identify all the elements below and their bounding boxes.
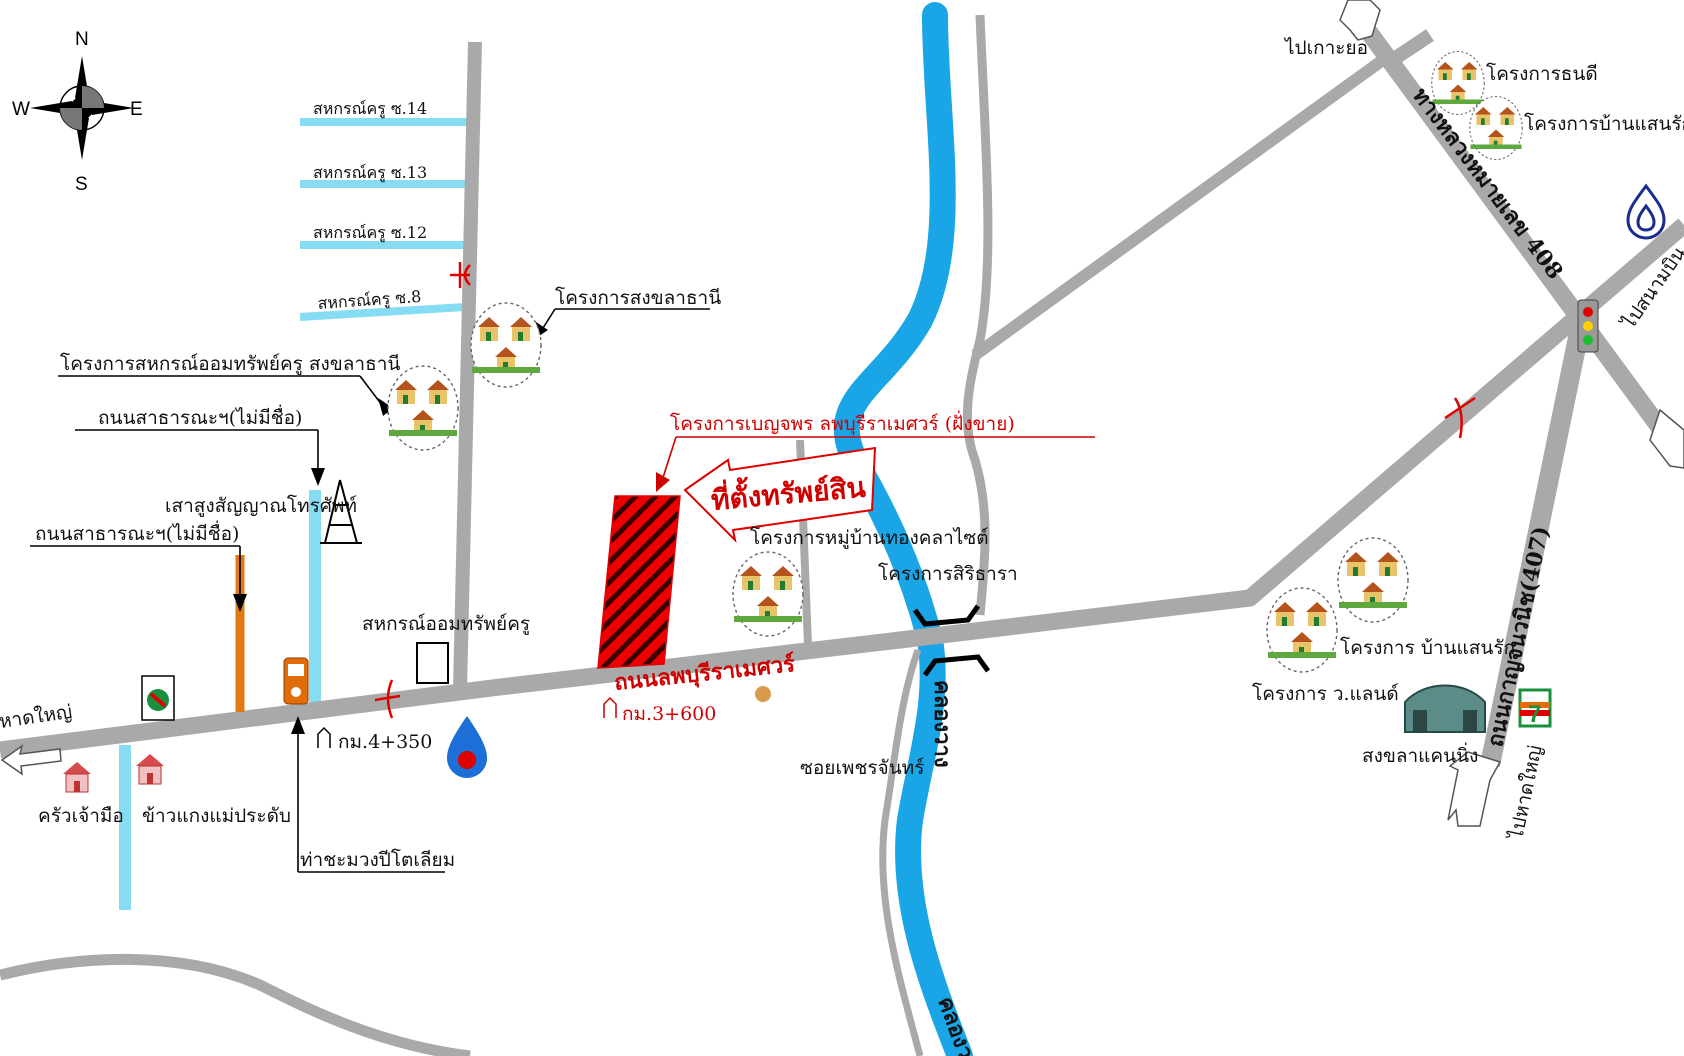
compass-south: S — [75, 174, 88, 195]
crossing-marks — [374, 262, 1476, 719]
arrow-to-hatyai-right — [1447, 751, 1502, 827]
radio-tower-icon — [320, 479, 362, 544]
label-khao-kaeng: ข้าวแกงแม่ประดับ — [142, 805, 291, 827]
label-to-hatyai-left: หาดใหญ่ — [0, 701, 74, 733]
property-parcel — [597, 495, 681, 669]
label-public-road-2: ถนนสาธารณะฯ(ไม่มีชื่อ) — [35, 520, 239, 545]
road-songkhlathani — [453, 41, 482, 691]
compass-west: W — [12, 99, 30, 120]
light-canal-soi8 — [299, 303, 466, 321]
arrows-to-hatyai-left — [0, 744, 62, 776]
property-callout — [656, 436, 1095, 492]
label-coop: สหกรณ์ออมทรัพย์ครู — [362, 613, 530, 635]
label-tha-chamuang: ท่าชะมวงปีโตเลียม — [300, 848, 455, 871]
compass-rose-icon: N S W E — [12, 29, 143, 195]
label-koh-yo: ไปเกาะยอ — [1283, 37, 1368, 59]
main-road-lopburi — [0, 218, 1684, 759]
label-km4: กม.4+350 — [338, 731, 432, 753]
label-baansaenrak-bottom: โครงการ บ้านแสนรัก — [1340, 636, 1515, 659]
label-baansaenrak-top: โครงการบ้านแสนรัก — [1524, 112, 1684, 135]
fuel-pump-icon — [283, 657, 309, 705]
label-sahakorn-project: โครงการสหกรณ์ออมทรัพย์ครู สงขลาธานี — [60, 352, 400, 375]
label-boonpon: โครงการเบญจพร ลพบุรีราเมศวร์ (ฝั่งขาย) — [670, 410, 1015, 436]
road-layer — [0, 14, 1684, 1056]
road-kanjanavanich — [1480, 325, 1590, 768]
label-songkhlathani: โครงการสงขลาธานี — [555, 286, 721, 309]
shop-icon — [141, 675, 175, 721]
label-public-road-1: ถนนสาธารณะฯ(ไม่มีชื่อ) — [98, 404, 302, 429]
main-canal — [834, 2, 973, 1056]
road-diagonal-northeast — [971, 57, 1384, 360]
label-vland: โครงการ ว.แลนด์ — [1252, 682, 1399, 705]
arrow-to-airport — [1649, 408, 1684, 469]
label-siritara: โครงการสิริธารา — [878, 562, 1018, 585]
label-soi14: สหกรณ์ครู ซ.14 — [313, 99, 427, 119]
bridge-markers — [912, 604, 991, 677]
label-km3: กม.3+600 — [622, 703, 716, 725]
label-to-hatyai-right: ไปหาดใหญ่ — [1505, 743, 1547, 843]
bank-logo-icon — [1626, 183, 1666, 240]
km-marker-icon-red — [603, 696, 617, 718]
factory-icon — [1404, 684, 1486, 733]
label-soi13: สหกรณ์ครู ซ.13 — [313, 163, 427, 183]
label-canal-1: คลองวาง — [929, 680, 955, 768]
label-thanadee: โครงการธนดี — [1486, 62, 1598, 85]
ptt-station-icon — [447, 716, 487, 778]
label-soi-phet: ซอยเพชรจันทร์ — [800, 757, 924, 779]
km-marker-icon — [317, 726, 331, 748]
road-hwy408 — [1352, 14, 1684, 461]
canal-border-left — [879, 648, 924, 1056]
property-pointer-arrow — [683, 446, 877, 544]
map-labels: สหกรณ์ครู ซ.14 สหกรณ์ครู ซ.13 สหกรณ์ครู … — [0, 37, 1684, 1056]
road-to-koh-yo — [1381, 29, 1434, 71]
leader-lines — [30, 308, 710, 873]
svg-text:7: 7 — [1528, 701, 1541, 728]
coop-building-icon — [416, 642, 449, 684]
label-town-village: โครงการหมู่บ้านทองคลาไซต์ — [750, 526, 989, 549]
seven-eleven-icon: 7 — [1518, 688, 1552, 728]
traffic-light-icon — [1577, 299, 1599, 353]
house-icon — [62, 753, 165, 793]
compass-east: E — [130, 99, 143, 120]
arrow-to-koh-yo — [1339, 0, 1381, 41]
label-soi12: สหกรณ์ครู ซ.12 — [313, 223, 427, 243]
label-songkhla-cannery: สงขลาแคนนิ่ง — [1362, 742, 1478, 767]
label-tower: เสาสูงสัญญาณโทรศัพท์ — [165, 494, 357, 517]
canal-layer — [119, 2, 993, 1056]
landmark-dot — [755, 686, 771, 702]
compass-north: N — [75, 29, 89, 50]
canal-border-right — [962, 14, 993, 616]
road-bottom-left — [0, 953, 471, 1056]
label-krua-chao-mue: ครัวเจ้ามือ — [38, 805, 124, 827]
